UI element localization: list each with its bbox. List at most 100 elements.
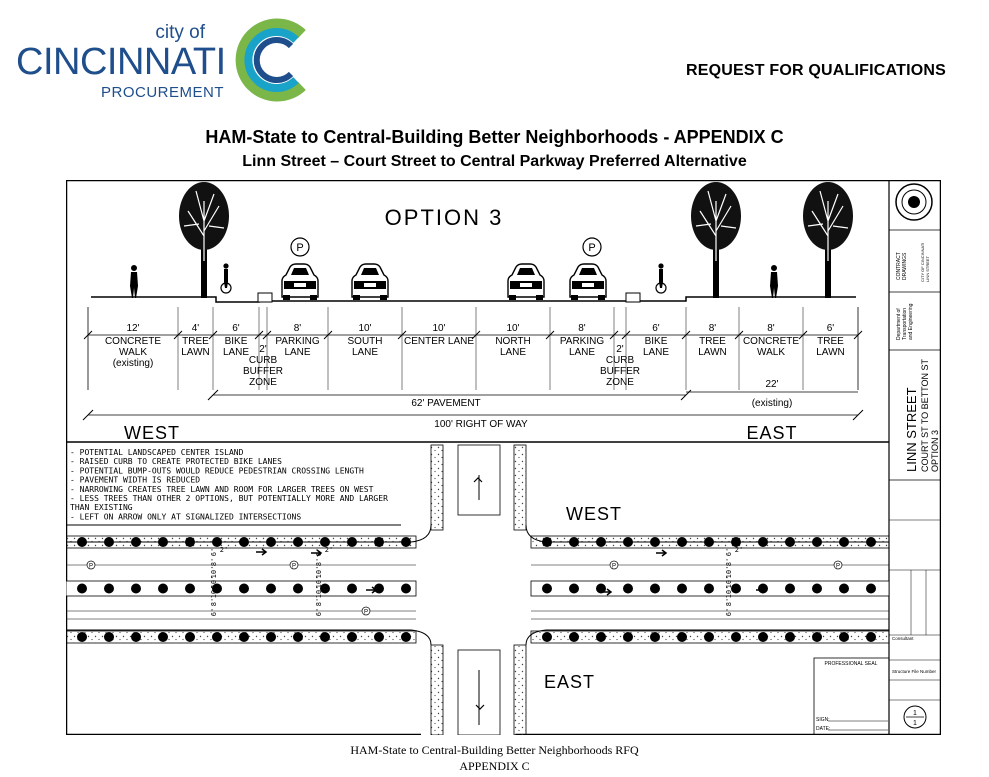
svg-text:(existing): (existing)	[113, 358, 154, 369]
svg-text:CONCRETE: CONCRETE	[105, 336, 161, 347]
plan-dimension: 10'	[210, 566, 218, 579]
tree-dot-icon	[104, 632, 114, 642]
tree-dot-icon	[569, 632, 579, 642]
tree-dot-icon	[785, 632, 795, 642]
tree-dot-icon	[185, 632, 195, 642]
tree-dot-icon	[131, 632, 141, 642]
sheet-option: OPTION 3	[930, 430, 940, 472]
street-drawing-sheet: OPTION 3 P P 12'4'6'2'8'10'10'10'8	[66, 180, 941, 735]
svg-text:P: P	[612, 564, 616, 570]
parking-symbol-icon: P	[361, 606, 371, 616]
plan-west-label: WEST	[566, 504, 622, 524]
tree-dot-icon	[158, 632, 168, 642]
svg-text:LANE: LANE	[500, 347, 526, 358]
plan-view: - POTENTIAL LANDSCAPED CENTER ISLAND- RA…	[66, 444, 890, 735]
svg-text:1: 1	[913, 720, 917, 727]
svg-text:PARKING: PARKING	[275, 336, 319, 347]
section-east-label: EAST	[746, 423, 797, 443]
tree-dot-icon	[650, 632, 660, 642]
segment-width: 2'	[259, 344, 267, 355]
tree-dot-icon	[839, 583, 849, 594]
svg-text:TREE: TREE	[817, 336, 844, 347]
tree-dot-icon	[239, 583, 249, 594]
option-label: OPTION 3	[385, 205, 504, 230]
svg-text:DRAWINGS: DRAWINGS	[902, 252, 908, 280]
svg-text:NORTH: NORTH	[495, 336, 530, 347]
sheet-limits: COURT ST TO BETTON ST	[920, 358, 930, 472]
tree-dot-icon	[293, 583, 303, 594]
svg-text:CONCRETE: CONCRETE	[743, 336, 799, 347]
segment-width: 8'	[294, 323, 302, 334]
svg-text:CURB: CURB	[249, 355, 278, 366]
right-of-way-dimension: 100' RIGHT OF WAY	[434, 419, 528, 430]
tree-dot-icon	[542, 632, 552, 642]
city-of-cincinnati-procurement-logo: city of CINCINNATI PROCUREMENT	[16, 18, 306, 102]
lane-arrow-icon	[656, 549, 668, 557]
parking-symbol-icon: P	[86, 560, 96, 570]
tree-dot-icon	[104, 583, 114, 594]
logo-department: PROCUREMENT	[101, 84, 224, 101]
segment-width: 8'	[709, 323, 717, 334]
tree-dot-icon	[569, 583, 579, 594]
segment-width: 10'	[506, 323, 519, 334]
existing-note: (existing)	[752, 398, 793, 409]
tree-dot-icon	[812, 583, 822, 594]
consultant-label: Consultant	[892, 636, 914, 641]
city-seal-icon	[895, 183, 933, 221]
segment-width: 10'	[358, 323, 371, 334]
svg-text:BUFFER: BUFFER	[600, 366, 640, 377]
tree-dot-icon	[596, 583, 606, 594]
svg-text:BIKE: BIKE	[225, 336, 248, 347]
svg-text:1: 1	[913, 710, 917, 717]
tree-dot-icon	[212, 632, 222, 642]
tree-dot-icon	[731, 583, 741, 594]
svg-text:ZONE: ZONE	[606, 377, 634, 388]
tree-dot-icon	[212, 583, 222, 594]
svg-text:LANE: LANE	[352, 347, 378, 358]
parking-symbol-icon: P	[290, 237, 310, 257]
footer-line-2: APPENDIX C	[459, 759, 530, 773]
tree-dot-icon	[596, 632, 606, 642]
logo-name: CINCINNATI	[16, 41, 226, 83]
tree-dot-icon	[374, 632, 384, 642]
cross-section: OPTION 3 P P 12'4'6'2'8'10'10'10'8	[82, 181, 864, 443]
plan-dimension: 6'	[315, 548, 323, 556]
tree-dot-icon	[374, 583, 384, 594]
date-label: DATE:	[816, 726, 830, 732]
lane-arrow-icon	[256, 548, 268, 556]
plan-buffer-dimension: 2'	[220, 546, 228, 554]
svg-text:P: P	[292, 564, 296, 570]
tree-dot-icon	[623, 583, 633, 594]
structure-file-label: Structure File Number	[892, 669, 937, 674]
segment-label: CENTER LANE	[404, 336, 474, 347]
sheet-street-name: LINN STREET	[904, 387, 919, 472]
tree-dot-icon	[677, 632, 687, 642]
plan-dimension: 8'	[210, 558, 218, 566]
plan-dimension: 10'	[725, 566, 733, 579]
tree-dot-icon	[401, 632, 411, 642]
svg-text:BUFFER: BUFFER	[243, 366, 283, 377]
tree-dot-icon	[158, 583, 168, 594]
tree-dot-icon	[677, 583, 687, 594]
plan-buffer-dimension: 2'	[325, 546, 333, 554]
plan-east-label: EAST	[544, 672, 595, 692]
segment-width: 8'	[578, 323, 586, 334]
svg-text:P: P	[89, 564, 93, 570]
segment-width: 4'	[192, 323, 200, 334]
tree-dot-icon	[320, 632, 330, 642]
segment-width: 6'	[827, 323, 835, 334]
plan-buffer-dimension: 2'	[735, 546, 743, 554]
svg-text:TREE: TREE	[699, 336, 726, 347]
tree-dot-icon	[401, 583, 411, 594]
note-line: - POTENTIAL BUMP-OUTS WOULD REDUCE PEDES…	[70, 466, 364, 475]
tree-dot-icon	[704, 632, 714, 642]
plan-dimension: 10'	[315, 586, 323, 599]
sign-label: SIGN:	[816, 717, 830, 723]
